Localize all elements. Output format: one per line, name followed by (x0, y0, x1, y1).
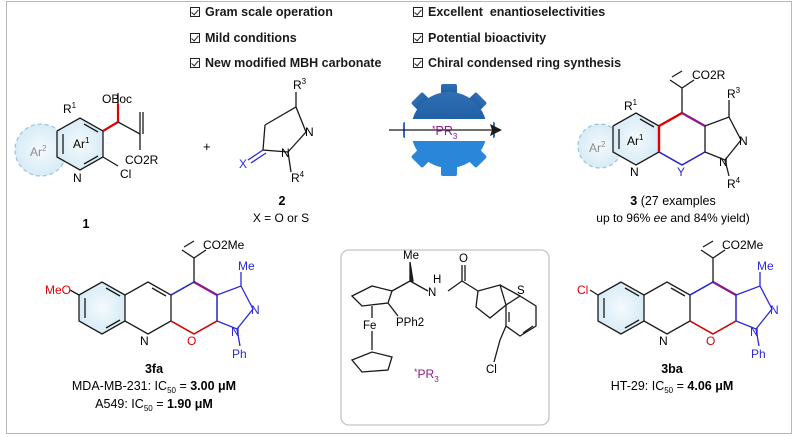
feature-item-mbh-carbonate: New modified MBH carbonate (190, 56, 381, 70)
figure-frame (6, 1, 792, 434)
r4-label: R4 (291, 170, 305, 185)
o-label: O (187, 334, 196, 348)
h-label: H (433, 274, 441, 286)
checkbox-icon (413, 58, 423, 68)
n-label: N (140, 334, 149, 348)
reactant-1-structure (14, 93, 144, 177)
r3-label: R3 (727, 86, 741, 101)
reactant-2-number: 2 (279, 194, 286, 208)
ar2-label: Ar2 (30, 144, 47, 159)
feature-label: Mild conditions (205, 31, 297, 45)
me-label: Me (238, 259, 255, 273)
compound-3fa-name: 3fa (145, 362, 164, 376)
ligand-box (340, 249, 550, 426)
r3-label: R3 (293, 77, 307, 92)
r4-label: R4 (727, 176, 741, 191)
n-label: N (73, 171, 82, 185)
o-label: O (706, 334, 715, 348)
feature-label: New modified MBH carbonate (205, 56, 382, 70)
compound-3fa-assay-2: A549: IC50 = 1.90 μM (95, 397, 213, 413)
n1-label: N (231, 325, 240, 339)
aromatic-ring-ar1 (57, 118, 103, 170)
co2me-label: CO2Me (722, 238, 764, 252)
feature-label: Gram scale operation (205, 5, 333, 19)
n2-label: N (739, 134, 748, 148)
cl-label: Cl (577, 283, 588, 297)
checkbox-icon (413, 33, 423, 43)
n1-label: N (750, 325, 759, 339)
feature-item-gram-scale: Gram scale operation (190, 5, 333, 19)
x-label: X (239, 157, 247, 171)
feature-label: Chiral condensed ring synthesis (428, 56, 622, 70)
checkbox-icon (190, 7, 200, 17)
reactant-2-structure (247, 92, 307, 173)
obo-label: OBoc (102, 92, 132, 106)
n-label: N (428, 287, 436, 299)
compound-3ba-labels: Cl CO2Me Me N O N N Ph (577, 238, 779, 361)
compound-3ba-assay-1: HT-29: IC50 = 4.06 μM (611, 379, 734, 395)
compound-3ba-structure (589, 240, 773, 347)
n2-label: N (770, 303, 779, 317)
reactant-2-labels: R3 X N N R4 (239, 77, 314, 185)
ph-label: Ph (751, 347, 766, 361)
reactant-1-number: 1 (83, 217, 90, 231)
n2-label: N (251, 303, 260, 317)
gear-icon (389, 84, 502, 176)
compound-3fa-assay-1: MDA-MB-231: IC50 = 3.00 μM (72, 379, 236, 395)
feature-item-enantioselectivities: Excellent enantioselectivities (413, 5, 605, 19)
ar1-label: Ar1 (627, 133, 644, 148)
product-3-labels: CO2R R1 R3 Ar1 Ar2 N Y N N R4 (589, 68, 748, 191)
n2-label: N (305, 125, 314, 139)
compound-3ba-name: 3ba (661, 362, 684, 376)
n-label: N (659, 334, 668, 348)
compound-3fa-labels: MeO CO2Me Me N O N N Ph (45, 238, 260, 361)
r1-label: R1 (63, 101, 77, 116)
catalyst-label: *PR3 (432, 124, 458, 141)
feature-item-ring-synthesis: Chiral condensed ring synthesis (413, 56, 621, 70)
plus-sign: + (203, 139, 211, 154)
r1-label: R1 (624, 98, 638, 113)
product-3-yield: up to 96% ee and 84% yield) (596, 211, 749, 225)
co2r-label: CO2R (125, 153, 159, 167)
n-label: N (630, 165, 639, 179)
feature-item-bioactivity: Potential bioactivity (413, 31, 546, 45)
me-label: Me (403, 250, 419, 262)
ligand-labels: Me H N O S Fe PPh2 Cl (363, 250, 525, 376)
checkbox-icon (413, 7, 423, 17)
feature-label: Potential bioactivity (428, 31, 547, 45)
checkbox-icon (190, 33, 200, 43)
co2me-label: CO2Me (203, 238, 245, 252)
product-3-structure (577, 70, 742, 177)
feature-label: Excellent enantioselectivities (428, 5, 606, 19)
n1-label: N (719, 155, 728, 169)
o-label: O (459, 253, 468, 265)
ar2-label: Ar2 (589, 140, 606, 155)
fe-label: Fe (363, 320, 376, 332)
ar1-label: Ar1 (73, 136, 90, 151)
ph-label: Ph (232, 347, 247, 361)
product-3-caption: 3 (27 examples (630, 194, 715, 208)
cl-label: Cl (486, 364, 497, 376)
checkbox-icon (190, 58, 200, 68)
ligand-catalyst-label: *PR3 (414, 367, 439, 384)
cl-label: Cl (120, 167, 131, 181)
co2r-label: CO2R (692, 68, 726, 82)
reactant-1-labels: OBoc R1 Ar1 Ar2 N Cl CO2R (30, 92, 159, 185)
me-label: Me (757, 259, 774, 273)
ligand-structure (350, 261, 537, 373)
s-label: S (517, 285, 525, 297)
y-label: Y (677, 165, 685, 179)
meo-label: MeO (45, 283, 71, 297)
n1-label: N (281, 146, 290, 160)
reactant-2-condition: X = O or S (253, 211, 309, 225)
feature-item-mild-conditions: Mild conditions (190, 31, 297, 45)
compound-3fa-structure (69, 240, 254, 347)
pph2-label: PPh2 (396, 317, 424, 329)
